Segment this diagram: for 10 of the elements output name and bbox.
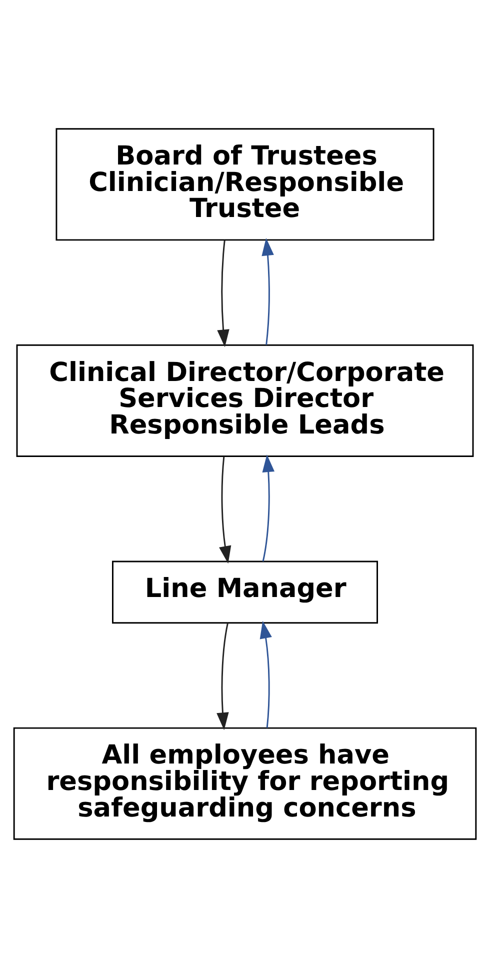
arrow — [260, 620, 272, 728]
arrow — [219, 456, 232, 564]
node-box: Board of Trustees Clinician/Responsible Trustee — [56, 128, 434, 241]
arrow — [217, 240, 230, 348]
arrow — [262, 238, 274, 346]
arrow — [262, 454, 275, 562]
arrow — [216, 622, 229, 730]
node-box: Clinical Director/Corporate Services Director Responsible Leads — [16, 344, 474, 457]
node-box: All employees have responsibility for reporting safeguarding concerns — [13, 727, 477, 840]
node-box: Line Manager — [112, 560, 378, 624]
